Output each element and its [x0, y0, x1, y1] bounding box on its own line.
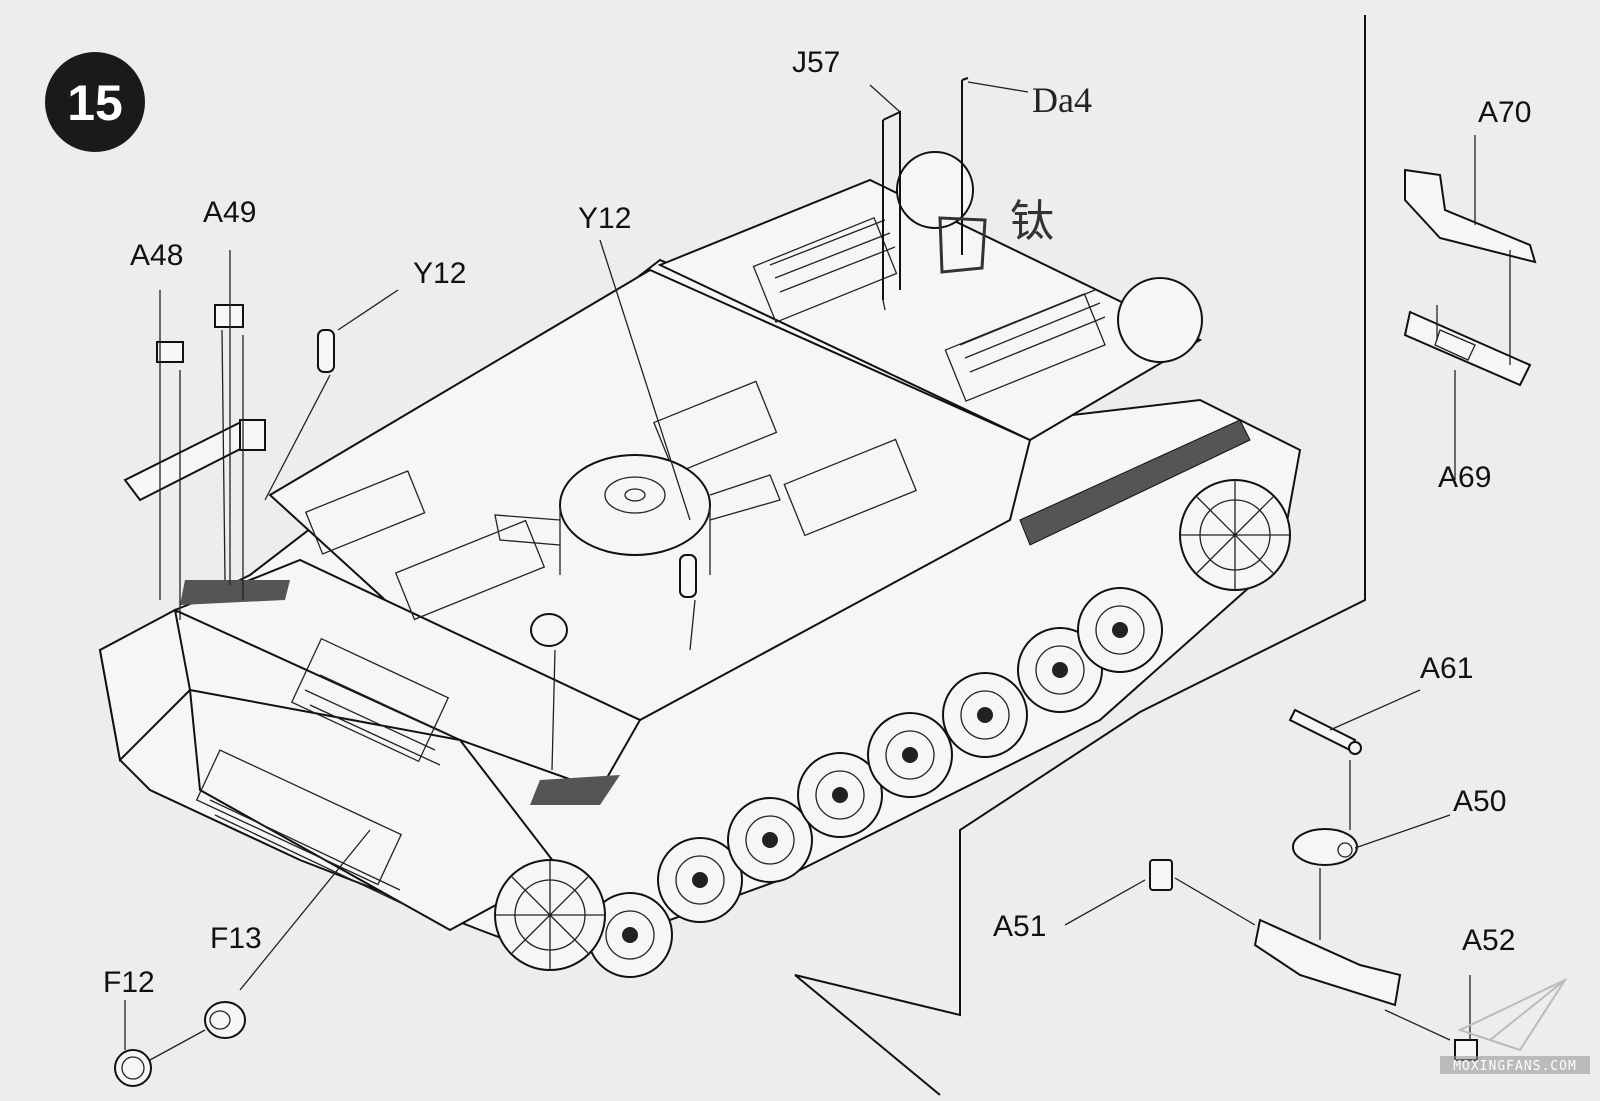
- spare-track-front: [195, 637, 451, 906]
- part-f13: [204, 1001, 246, 1039]
- part-da4-rod: [961, 77, 969, 255]
- step-badge: 15: [45, 52, 145, 152]
- part-a52-bracket: [1253, 918, 1478, 1061]
- label-a50: A50: [1453, 785, 1506, 818]
- handwritten-annotation: 钛: [938, 196, 1054, 274]
- part-a51: [1149, 859, 1173, 891]
- tank-hull: [98, 151, 1302, 962]
- subassembly-divider: [794, 15, 1366, 1096]
- label-f12: F12: [103, 966, 155, 999]
- road-wheels: [587, 587, 1163, 978]
- label-f13: F13: [210, 922, 262, 955]
- label-a52: A52: [1462, 924, 1515, 957]
- part-y12-right: [679, 554, 697, 598]
- leader-lines: [124, 81, 1511, 1061]
- label-a51: A51: [993, 910, 1046, 943]
- headlight: [530, 613, 568, 647]
- label-a49: A49: [203, 196, 256, 229]
- label-j57: J57: [792, 46, 840, 79]
- part-f12: [114, 1049, 152, 1087]
- drive-sprocket: [494, 859, 606, 971]
- handwritten-note: 钛: [1010, 196, 1054, 247]
- part-a70: [1404, 168, 1537, 264]
- label-a48: A48: [130, 239, 183, 272]
- part-y12-left: [317, 329, 335, 373]
- part-a61: [1288, 708, 1362, 755]
- rear-idler-wheel: [1179, 479, 1291, 591]
- part-a69: [1403, 310, 1532, 387]
- label-y12-top: Y12: [578, 202, 631, 235]
- part-a48-a49-brackets: [123, 304, 266, 502]
- label-a69: A69: [1438, 461, 1491, 494]
- label-y12-left: Y12: [413, 257, 466, 290]
- engine-grilles: [752, 216, 1106, 402]
- watermark-text: MOXINGFANS.COM: [1453, 1059, 1577, 1074]
- step-number: 15: [67, 75, 123, 131]
- label-a70: A70: [1478, 96, 1531, 129]
- watermark: MOXINGFANS.COM: [1440, 977, 1590, 1074]
- label-a61: A61: [1420, 652, 1473, 685]
- turret-ring: [494, 454, 781, 575]
- part-a50: [1292, 828, 1358, 866]
- label-da4: Da4: [1032, 80, 1092, 120]
